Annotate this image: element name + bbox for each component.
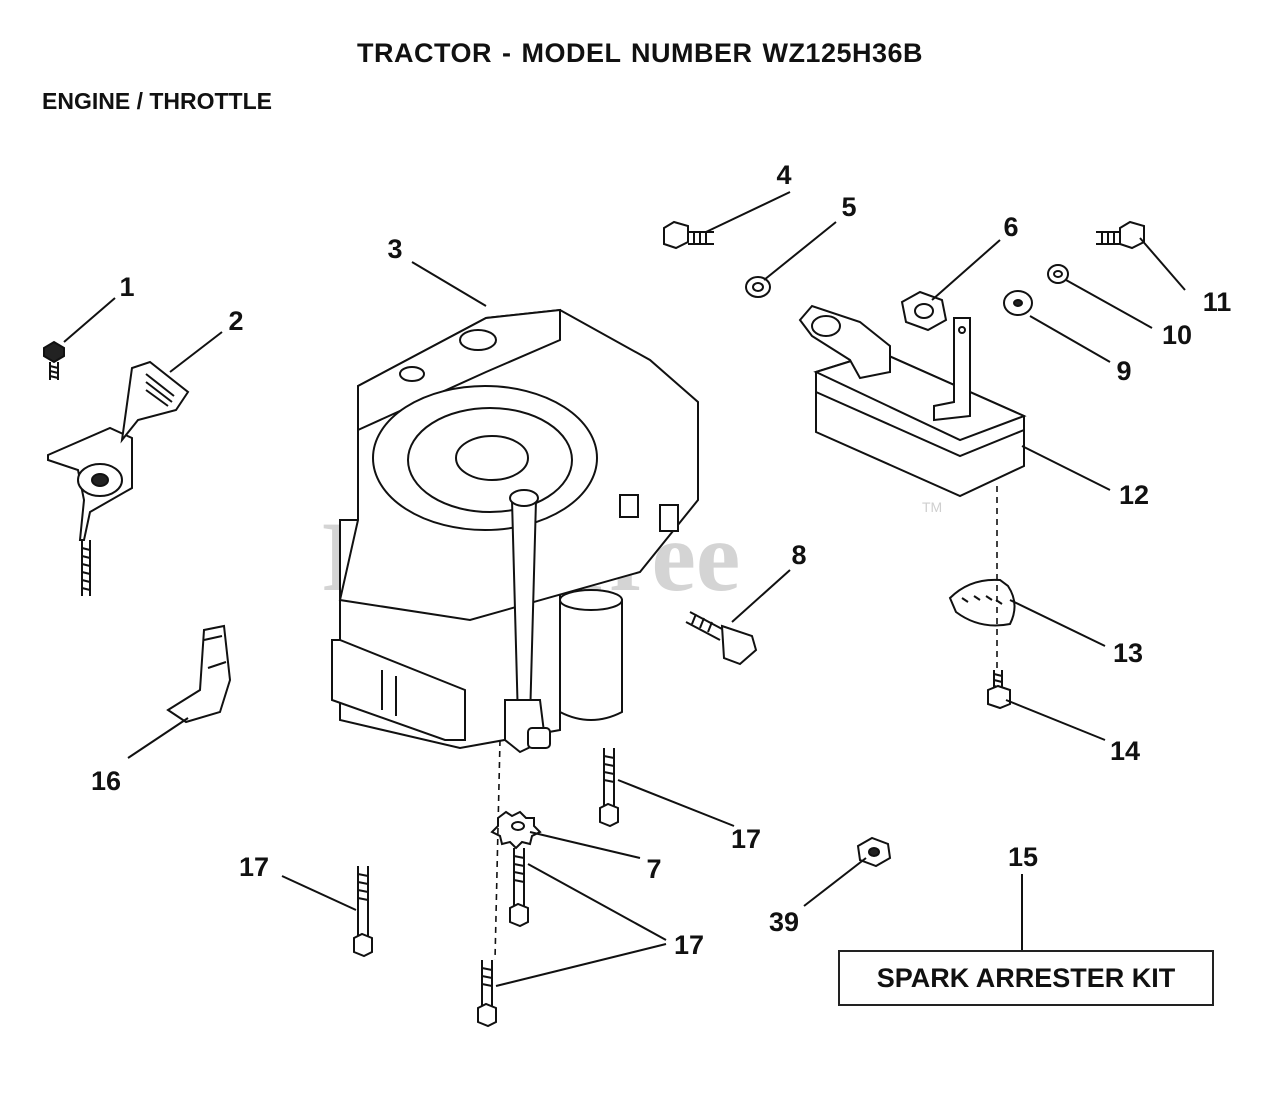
callout-2: 2 <box>228 306 243 336</box>
part-14-screw[interactable] <box>987 670 1011 710</box>
part-2-throttle-control[interactable] <box>47 360 190 596</box>
part-8-bolt[interactable] <box>685 611 758 666</box>
callout-5: 5 <box>841 192 856 222</box>
part-6-gasket[interactable] <box>900 290 948 332</box>
section-title: ENGINE / THROTTLE <box>42 88 272 114</box>
callout-15: 15 <box>1008 842 1038 872</box>
callout-17-a: 17 <box>731 824 761 854</box>
part-17-bolt-a[interactable] <box>599 748 619 828</box>
part-1-screw[interactable] <box>43 340 65 380</box>
part-5-lock-washer[interactable] <box>745 276 771 298</box>
part-17-bolt-d[interactable] <box>477 960 497 1028</box>
callout-11: 11 <box>1203 287 1232 317</box>
alignment-line-engine <box>494 739 501 961</box>
callout-9: 9 <box>1116 356 1131 386</box>
callout-12: 12 <box>1119 480 1149 510</box>
part-10-lock-washer[interactable] <box>1047 264 1069 284</box>
part-7-star-washer[interactable] <box>490 810 542 850</box>
callout-3: 3 <box>387 234 402 264</box>
callout-7: 7 <box>646 854 661 884</box>
part-17-bolt-c[interactable] <box>353 866 373 958</box>
callout-17-c: 17 <box>674 930 704 960</box>
part-11-bolt[interactable] <box>1096 220 1145 250</box>
part-39-nut[interactable] <box>856 836 892 868</box>
spark-arrester-kit-label[interactable]: SPARK ARRESTER KIT <box>838 950 1214 1006</box>
callout-1: 1 <box>119 272 134 302</box>
page-title: TRACTOR - MODEL NUMBER WZ125H36B <box>356 38 924 68</box>
leader-lines <box>63 191 1186 987</box>
callout-10: 10 <box>1162 320 1192 350</box>
callout-4: 4 <box>776 160 791 190</box>
part-12-muffler[interactable] <box>798 304 1027 498</box>
part-16-bracket[interactable] <box>166 624 232 724</box>
callout-13: 13 <box>1113 638 1143 668</box>
callout-6: 6 <box>1003 212 1018 242</box>
part-4-bolt[interactable] <box>663 220 714 250</box>
callout-39: 39 <box>769 907 799 937</box>
callout-14: 14 <box>1110 736 1140 766</box>
part-3-engine[interactable] <box>331 308 699 754</box>
callout-16: 16 <box>91 766 121 796</box>
callout-8: 8 <box>791 540 806 570</box>
part-9-washer[interactable] <box>1003 290 1033 316</box>
part-17-bolt-b[interactable] <box>509 848 529 928</box>
watermark-tm: TM <box>922 499 942 515</box>
callout-17-b: 17 <box>239 852 269 882</box>
part-13-spark-arrester-screen[interactable] <box>948 578 1016 627</box>
